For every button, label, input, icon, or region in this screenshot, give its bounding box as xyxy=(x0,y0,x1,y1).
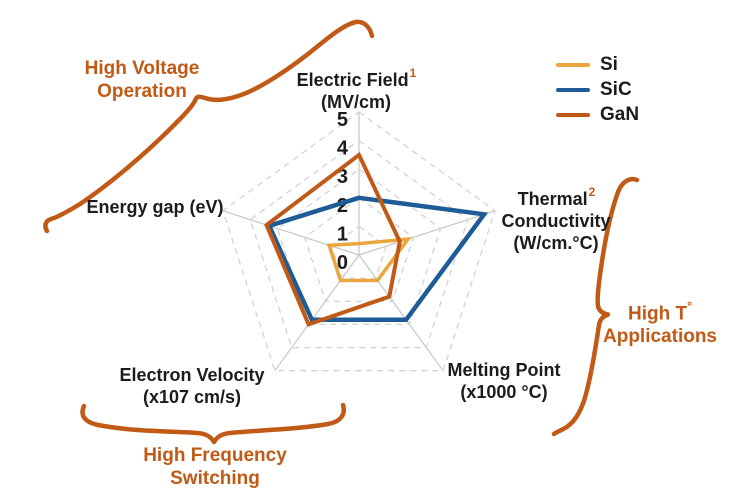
footnote-marker-1: 1 xyxy=(409,66,417,80)
axis-label-melting-point: Melting Point (x1000 °C) xyxy=(448,359,561,403)
tick-label-4: 4 xyxy=(337,138,349,160)
grid-spoke-2 xyxy=(358,254,444,372)
series-polygon-GaN xyxy=(264,151,402,327)
axis-label-thermal-conductivity: Thermal2 Conductivity (W/cm.°C) xyxy=(501,183,610,254)
legend-label-sic: SiC xyxy=(600,79,632,100)
annotation-line: High Frequency xyxy=(143,445,287,466)
legend-item-si: Si xyxy=(556,52,639,77)
annotation-high-temp-applications: High T° Applications xyxy=(603,297,717,348)
annotation-line: High Voltage xyxy=(84,58,200,79)
axis-name: Energy gap (eV) xyxy=(86,197,224,217)
legend-item-sic: SiC xyxy=(556,77,639,102)
legend-label-si: Si xyxy=(600,54,618,75)
radar-series xyxy=(264,151,489,327)
legend: Si SiC GaN xyxy=(556,52,639,127)
brace-high-voltage xyxy=(43,19,375,234)
axis-label-electric-field: Electric Field1 (MV/cm) xyxy=(296,64,417,113)
grid-spoke-3 xyxy=(274,254,360,372)
tick-label-5: 5 xyxy=(337,109,348,131)
annotation-line: Operation xyxy=(97,81,187,102)
brace-high-temp xyxy=(551,176,640,437)
annotation-high-frequency-switching: High Frequency Switching xyxy=(143,444,287,490)
axis-unit: (x107 cm/s) xyxy=(142,387,242,407)
legend-swatch-gan xyxy=(556,112,590,117)
grid-ring-2 xyxy=(303,196,415,302)
axis-name: Electron Velocity xyxy=(119,365,265,385)
series-polygon-SiC xyxy=(266,195,489,323)
legend-item-gan: GaN xyxy=(556,102,639,127)
axis-name-line2: Conductivity xyxy=(501,211,611,231)
axis-unit: (x1000 °C) xyxy=(460,382,548,402)
tick-label-3: 3 xyxy=(337,166,348,188)
legend-swatch-sic xyxy=(556,87,590,92)
axis-label-electron-velocity: Electron Velocity (x107 cm/s) xyxy=(119,364,264,408)
tick-label-0: 0 xyxy=(337,252,348,274)
grid-spoke-1 xyxy=(358,210,496,256)
annotation-line: Applications xyxy=(602,326,718,348)
axis-name: Electric Field xyxy=(296,70,409,90)
grid-spoke-4 xyxy=(222,210,360,256)
radar-tick-labels: 0 1 2 3 4 5 xyxy=(337,109,349,274)
axis-name: Melting Point xyxy=(447,360,561,380)
tick-label-2: 2 xyxy=(337,195,348,217)
annotation-high-voltage-operation: High Voltage Operation xyxy=(85,57,200,103)
axis-unit: (MV/cm) xyxy=(320,92,392,112)
degree-symbol: ° xyxy=(687,299,692,313)
footnote-marker-2: 2 xyxy=(588,185,596,199)
brace-high-frequency xyxy=(80,402,346,445)
tick-label-1: 1 xyxy=(337,223,348,245)
radar-grid xyxy=(222,111,496,372)
axis-label-energy-gap: Energy gap (eV) xyxy=(86,196,223,218)
annotation-line: Switching xyxy=(170,468,260,489)
axis-unit: (W/cm.°C) xyxy=(513,233,599,253)
legend-swatch-si xyxy=(556,62,590,67)
grid-ring-5 xyxy=(222,111,496,372)
axis-name: Thermal xyxy=(517,189,588,209)
grid-ring-4 xyxy=(249,139,469,349)
annotation-line: High T xyxy=(628,303,688,325)
legend-label-gan: GaN xyxy=(600,104,640,125)
